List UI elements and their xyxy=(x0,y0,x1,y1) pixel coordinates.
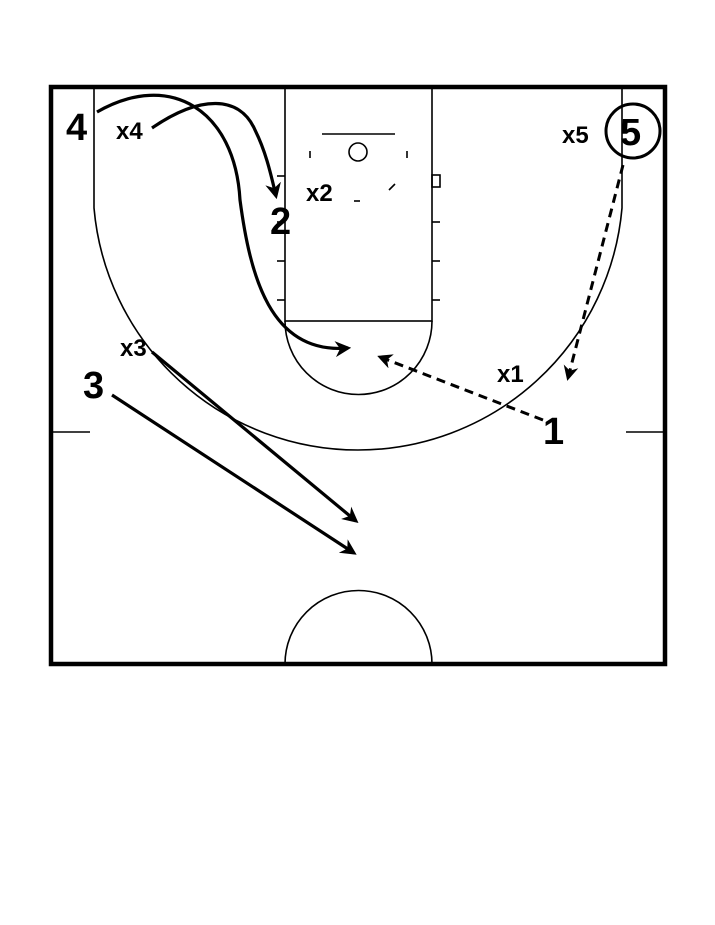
player-2-label: 2 xyxy=(270,201,291,243)
player-5-circle xyxy=(604,102,662,160)
defender-x4-label: x4 xyxy=(116,118,143,145)
center-circle xyxy=(284,589,433,665)
defender-x1-label: x1 xyxy=(497,361,524,388)
offense-players: 1 2 3 4 5 xyxy=(66,102,662,453)
cut-path-x4 xyxy=(151,101,281,200)
player-4-label: 4 xyxy=(66,107,87,149)
lane-hash-marks xyxy=(277,174,441,301)
cut-path-4 xyxy=(96,93,352,358)
free-throw-lane xyxy=(284,86,433,322)
player-5-label: 5 xyxy=(620,112,641,154)
cut-paths xyxy=(96,93,359,555)
court-boundary xyxy=(48,84,668,667)
pass-paths xyxy=(377,164,625,422)
player-3-label: 3 xyxy=(83,365,104,407)
cut-path-x3 xyxy=(150,350,359,524)
defense-players: x1 x2 x3 x4 x5 xyxy=(116,118,589,388)
free-throw-circle xyxy=(284,320,433,396)
three-point-line xyxy=(93,87,623,451)
player-1-label: 1 xyxy=(543,411,564,453)
court xyxy=(48,84,668,667)
restricted-area-marks xyxy=(309,151,408,202)
defender-x5-label: x5 xyxy=(562,122,589,149)
defender-x3-label: x3 xyxy=(120,335,147,362)
cut-path-3 xyxy=(111,393,357,555)
pass-path-x5 xyxy=(563,164,625,381)
rim xyxy=(348,142,368,162)
defender-x2-label: x2 xyxy=(306,180,333,207)
